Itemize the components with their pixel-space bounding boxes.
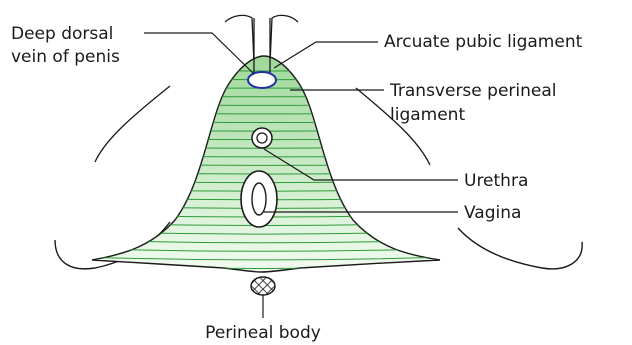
label-transverse-perineal-line1: Transverse perineal: [389, 81, 557, 101]
label-deep-dorsal-vein-line1: Deep dorsal: [11, 24, 113, 44]
leader-deep-dorsal-vein: [144, 33, 254, 74]
left-thigh-curve: [95, 86, 170, 162]
label-deep-dorsal-vein-line2: vein of penis: [11, 47, 120, 67]
label-transverse-perineal-line2: ligament: [390, 105, 465, 125]
vagina-inner: [252, 183, 266, 215]
right-ischiopubic-outline: [458, 228, 582, 269]
right-pubic-outline: [270, 15, 298, 64]
perineal-body-node: [251, 277, 275, 295]
left-pubic-outline: [225, 15, 254, 64]
urethra-inner: [257, 133, 267, 143]
label-urethra: Urethra: [464, 171, 528, 191]
label-perineal-body: Perineal body: [205, 323, 321, 343]
label-arcuate-pubic-ligament: Arcuate pubic ligament: [384, 32, 583, 52]
leader-arcuate-pubic-ligament: [274, 42, 378, 68]
deep-dorsal-vein: [248, 72, 276, 88]
label-vagina: Vagina: [464, 203, 521, 223]
